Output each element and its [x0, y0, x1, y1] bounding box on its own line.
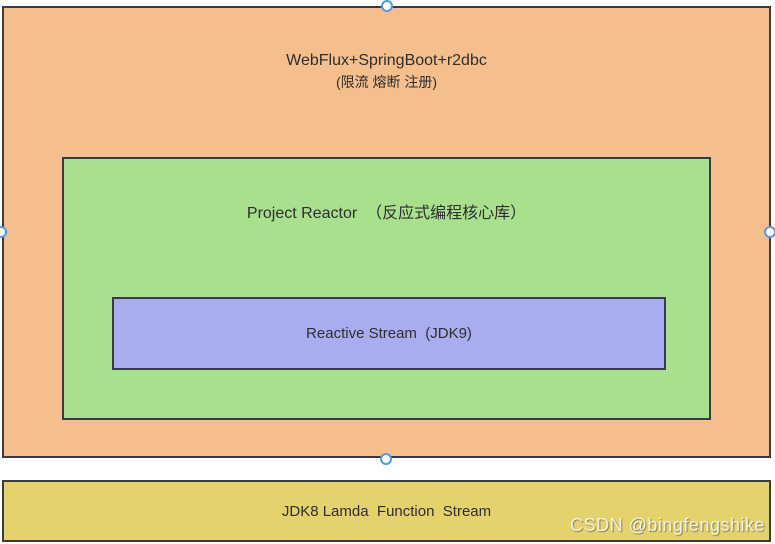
project-reactor-box[interactable]: Project Reactor （反应式编程核心库） Reactive Stre…: [62, 157, 711, 420]
webflux-springboot-box[interactable]: WebFlux+SpringBoot+r2dbc (限流 熔断 注册) Proj…: [2, 6, 771, 458]
resize-handle-left-icon[interactable]: [0, 226, 7, 238]
reactive-stream-box[interactable]: Reactive Stream (JDK9): [112, 297, 666, 370]
resize-handle-bottom-icon[interactable]: [380, 453, 392, 465]
project-reactor-label: Project Reactor （反应式编程核心库）: [246, 205, 527, 222]
webflux-box-title: WebFlux+SpringBoot+r2dbc: [286, 52, 487, 69]
jdk8-lamda-box[interactable]: JDK8 Lamda Function Stream: [2, 480, 771, 542]
reactive-stream-label: Reactive Stream (JDK9): [306, 325, 472, 342]
jdk8-lamda-label: JDK8 Lamda Function Stream: [281, 502, 492, 520]
resize-handle-top-icon[interactable]: [381, 0, 393, 12]
resize-handle-right-icon[interactable]: [764, 226, 775, 238]
csdn-watermark: CSDN @bingfengshike: [570, 515, 765, 535]
webflux-box-subtitle: (限流 熔断 注册): [335, 74, 438, 90]
